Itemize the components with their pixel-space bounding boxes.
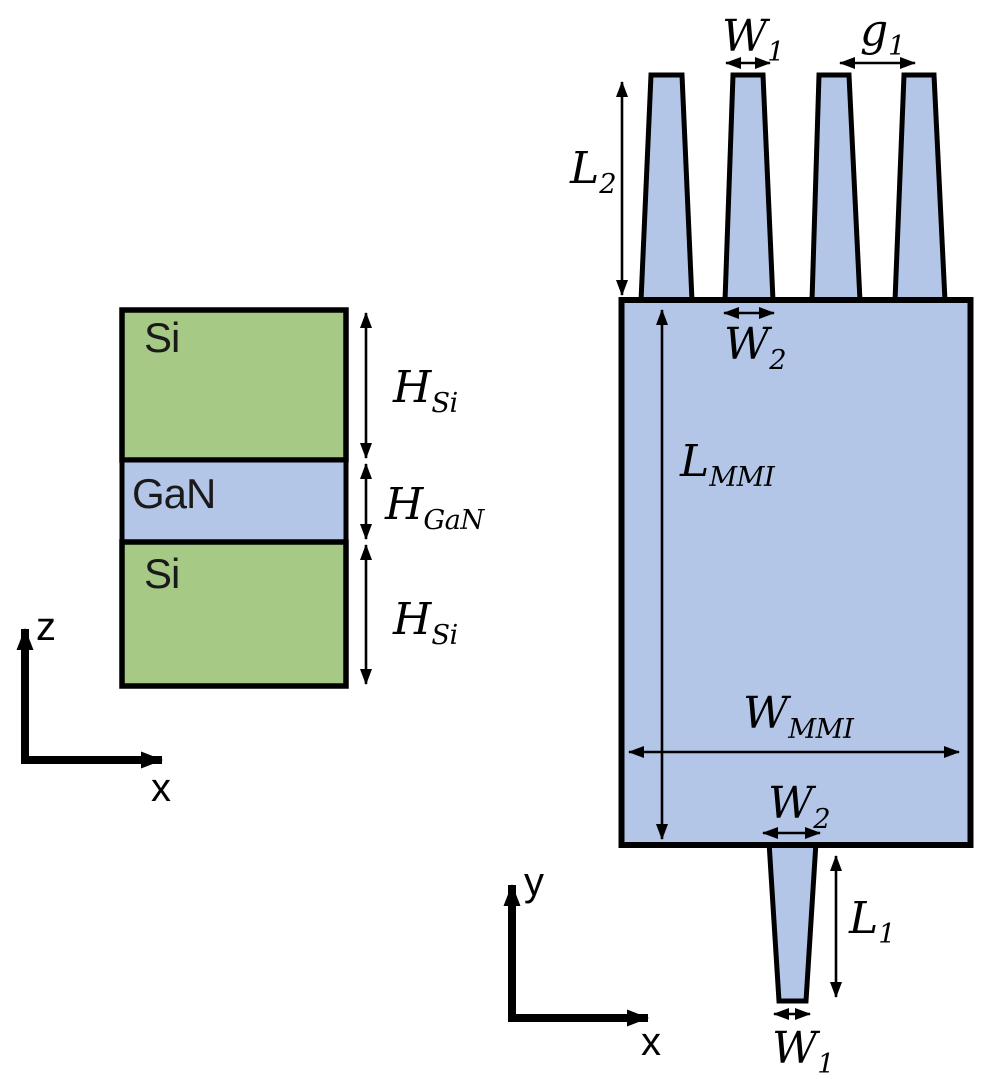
si-top-layer-rect <box>119 307 349 463</box>
label-h-si-bottom: HSi <box>393 594 458 651</box>
output-taper-2 <box>722 72 776 304</box>
layer-label-si-bottom: Si <box>144 550 180 597</box>
x-axis-label-left: x <box>151 766 171 810</box>
z-axis-label: z <box>36 605 56 649</box>
label-w1-bottom: W1 <box>772 1023 835 1080</box>
y-axis-label: y <box>524 860 544 904</box>
label-h-si-top: HSi <box>393 362 458 419</box>
label-w-mmi: WMMI <box>743 688 854 745</box>
label-l-mmi: LMMI <box>680 436 775 493</box>
label-w2-bottom: W2 <box>768 778 831 835</box>
x-axis-label-right: x <box>641 1020 661 1064</box>
layer-label-si-top: Si <box>144 314 180 361</box>
label-h-gan: HGaN <box>385 479 484 536</box>
si-bottom-layer-rect <box>119 539 349 689</box>
label-l1: L1 <box>849 893 896 950</box>
mmi-body-rect <box>618 297 974 848</box>
output-taper-1 <box>638 72 695 304</box>
label-w1-top: W1 <box>722 11 785 68</box>
label-w2-top: W2 <box>724 319 787 376</box>
output-taper-4 <box>892 72 948 304</box>
output-taper-3 <box>809 72 863 304</box>
layer-label-gan: GaN <box>132 470 216 517</box>
label-l2: L2 <box>570 143 617 200</box>
xy-axis-arrows <box>503 884 649 1027</box>
zx-axis-arrows <box>16 628 163 769</box>
input-taper <box>766 839 819 1004</box>
label-g1: g1 <box>860 5 906 62</box>
